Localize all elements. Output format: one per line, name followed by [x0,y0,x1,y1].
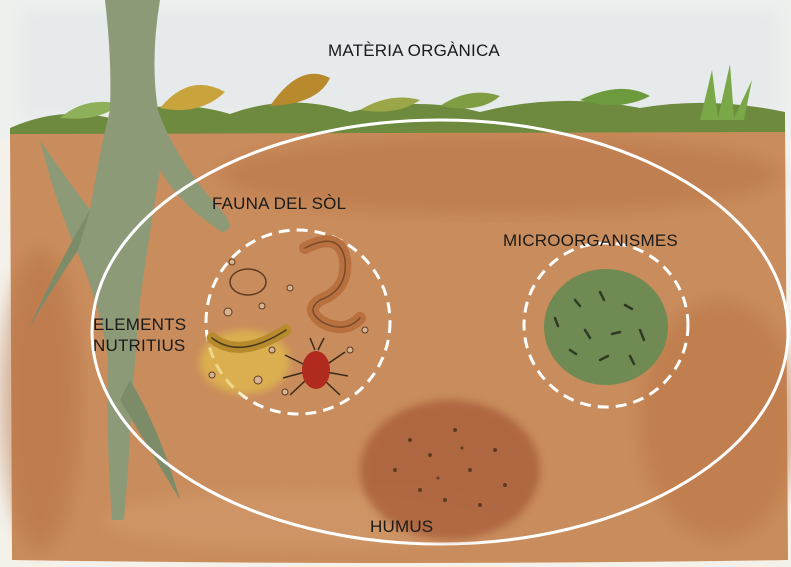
label-fauna-del-sol: FAUNA DEL SÒL [212,193,346,214]
label-elements-line1: ELEMENTS [93,314,186,335]
label-elements-line2: NUTRITIUS [93,335,186,356]
label-humus: HUMUS [370,516,433,537]
label-microorganismes: MICROORGANISMES [503,230,678,251]
soil-shade-left [0,250,80,550]
label-materia-organica: MATÈRIA ORGÀNICA [328,40,500,61]
label-elements-nutritius: ELEMENTS NUTRITIUS [93,314,186,356]
microorganism-blob [544,269,668,385]
springtail [230,269,266,295]
